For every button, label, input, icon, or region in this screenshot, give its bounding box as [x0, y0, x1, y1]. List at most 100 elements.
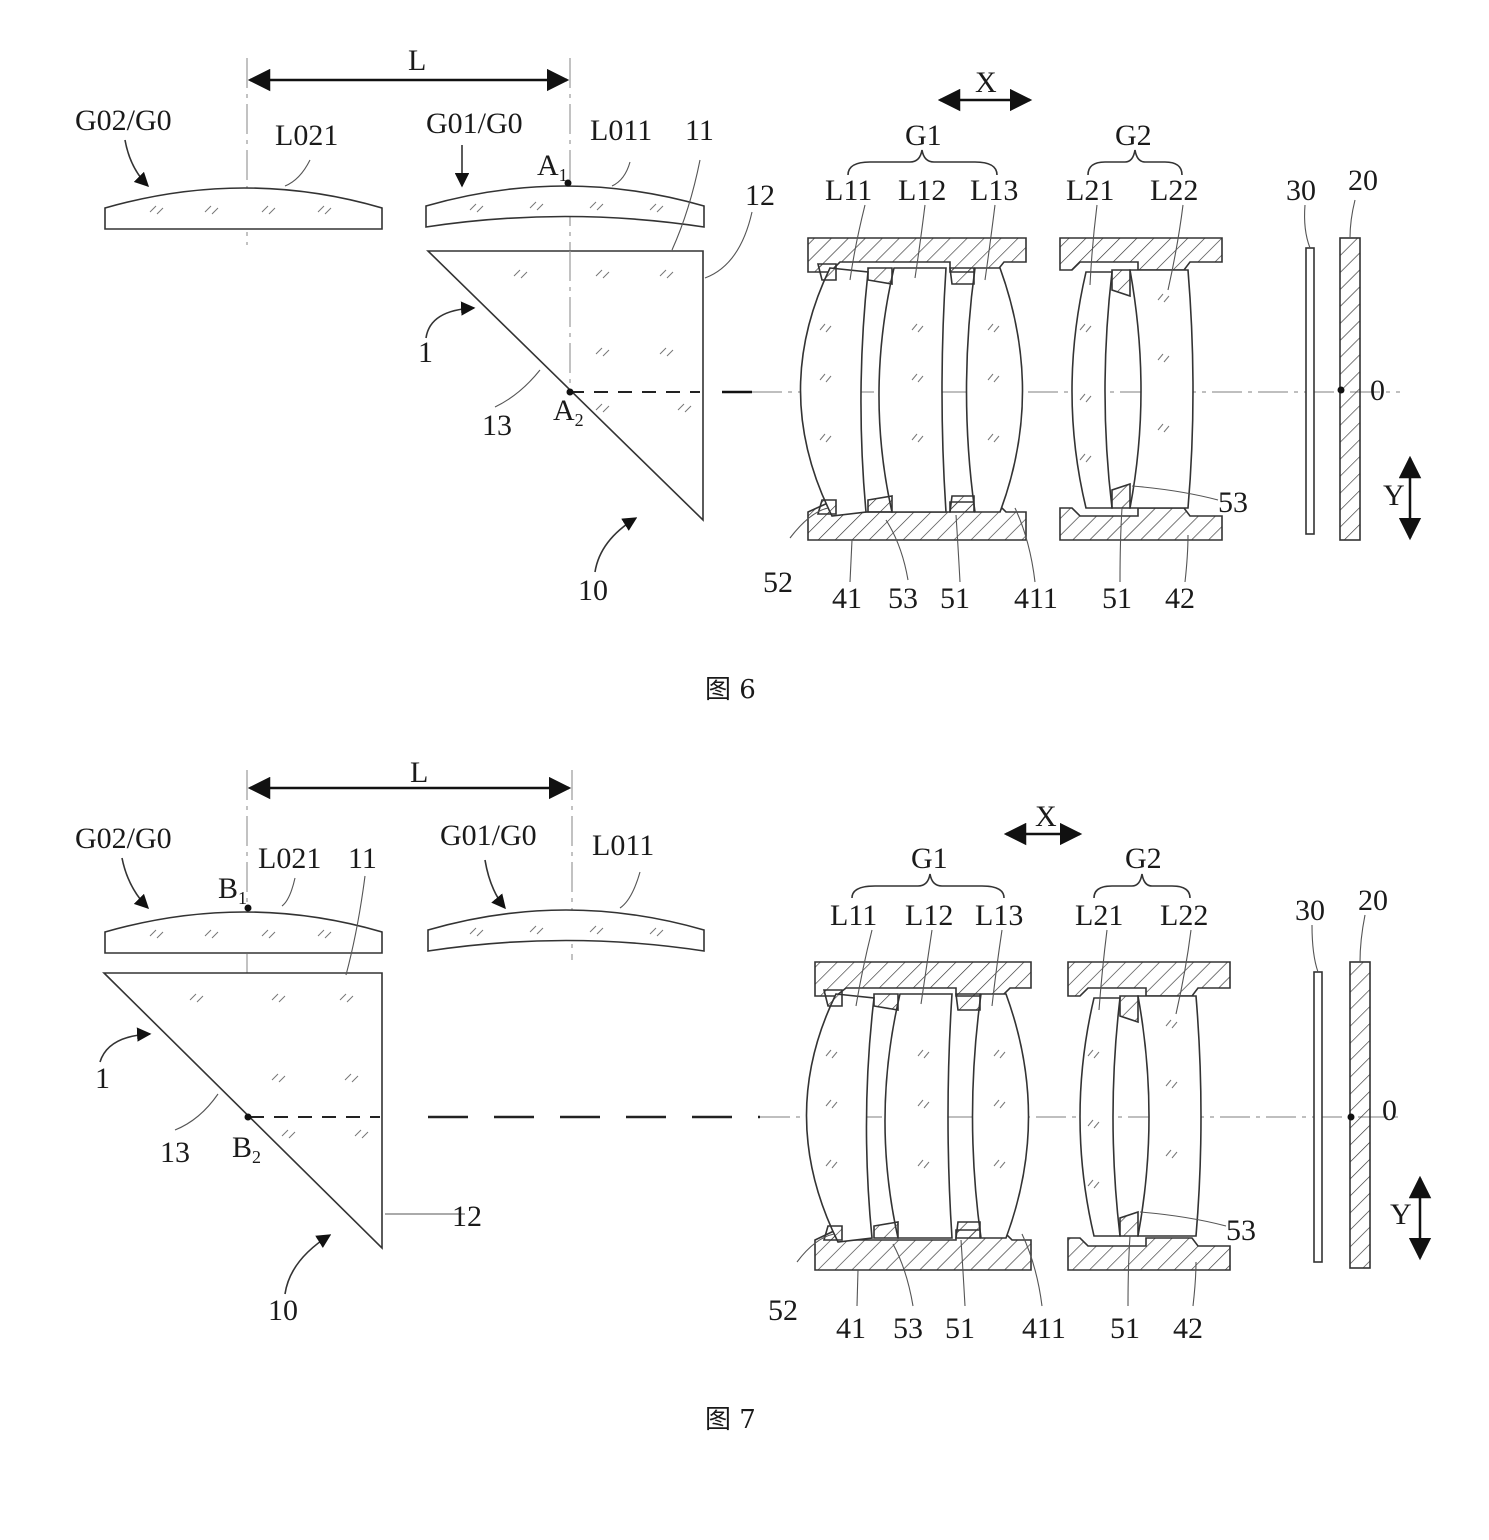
- label-l12: L12: [898, 174, 946, 207]
- brace-g1: [851, 873, 1005, 899]
- dimension-label-L: L: [408, 44, 426, 77]
- spacer-53-bottom: [873, 1221, 899, 1239]
- label-l21: L21: [1075, 899, 1123, 932]
- spacer-g2-bottom: [1119, 1210, 1139, 1237]
- pointer-g02: [124, 139, 150, 188]
- label-l13: L13: [970, 174, 1018, 207]
- label-11: 11: [685, 114, 714, 147]
- spacer-51-bottom: [955, 1221, 981, 1239]
- lens-g01: [427, 909, 705, 952]
- pointer-1: [99, 1027, 152, 1063]
- spacer-53-top: [873, 993, 899, 1011]
- label-53-side: 53: [1218, 486, 1248, 519]
- label-52: 52: [768, 1294, 798, 1327]
- spacer-51-top: [949, 267, 975, 285]
- lens-l22: [1137, 995, 1202, 1237]
- label-30: 30: [1295, 894, 1325, 927]
- pointer-g02: [121, 857, 150, 910]
- brace-g1: [847, 149, 998, 176]
- label-l11: L11: [830, 899, 877, 932]
- point-b1: [244, 904, 252, 912]
- spacer-51-bottom: [949, 495, 975, 513]
- label-51-g2: 51: [1110, 1312, 1140, 1345]
- figure-6: L: [75, 44, 1422, 705]
- figure-caption: 图 6: [705, 675, 756, 705]
- label-g02: G02/G0: [75, 822, 172, 855]
- label-point-bottom: B2: [232, 1131, 261, 1167]
- lens-l12: [884, 993, 953, 1239]
- label-13: 13: [482, 409, 512, 442]
- filter-30: [1305, 247, 1315, 535]
- label-53-side: 53: [1226, 1214, 1256, 1247]
- lens-l21: [1079, 997, 1121, 1237]
- spacer-52-top: [816, 263, 837, 281]
- label-41: 41: [836, 1312, 866, 1345]
- label-41: 41: [832, 582, 862, 615]
- spacer-53-bottom: [867, 495, 893, 513]
- lens-l13: [965, 267, 1024, 513]
- spacer-52-bottom: [816, 499, 837, 515]
- label-g01: G01/G0: [426, 107, 523, 140]
- label-411: 411: [1022, 1312, 1066, 1345]
- label-12: 12: [745, 179, 775, 212]
- prism: [426, 250, 704, 522]
- lens-g02: [104, 911, 383, 954]
- label-g1: G1: [911, 842, 948, 875]
- point-o: [1347, 1113, 1355, 1121]
- label-point-top: A1: [537, 149, 568, 185]
- label-51-g2: 51: [1102, 582, 1132, 615]
- label-411: 411: [1014, 582, 1058, 615]
- brace-g2: [1087, 149, 1183, 176]
- label-point-top: B1: [218, 872, 247, 908]
- pointer-10: [284, 1234, 332, 1295]
- label-10: 10: [578, 574, 608, 607]
- figure-caption: 图 7: [705, 1405, 756, 1435]
- prism: [102, 972, 383, 1250]
- label-12: 12: [452, 1200, 482, 1233]
- dimension-label-L: L: [410, 756, 428, 789]
- label-53: 53: [893, 1312, 923, 1345]
- lens-l12: [878, 267, 947, 513]
- label-0: 0: [1382, 1094, 1397, 1127]
- label-g2: G2: [1125, 842, 1162, 875]
- lens-g02: [104, 187, 383, 230]
- barrel-42-bottom: [1059, 507, 1223, 541]
- label-20: 20: [1358, 884, 1388, 917]
- label-g02: G02/G0: [75, 104, 172, 137]
- brace-g2: [1093, 873, 1191, 899]
- point-a2: [566, 388, 574, 396]
- label-g01: G01/G0: [440, 819, 537, 852]
- label-l011: L011: [590, 114, 652, 147]
- spacer-g2-top: [1119, 995, 1139, 1024]
- pointer-10: [594, 517, 638, 573]
- move-y-label: Y: [1390, 1198, 1412, 1231]
- spacer-51-top: [955, 993, 981, 1011]
- pointer-1: [425, 301, 476, 339]
- label-l22: L22: [1160, 899, 1208, 932]
- label-53: 53: [888, 582, 918, 615]
- move-x-label: X: [975, 66, 997, 99]
- label-0: 0: [1370, 374, 1385, 407]
- label-42: 42: [1173, 1312, 1203, 1345]
- figure-7: L: [75, 756, 1432, 1435]
- move-y-label: Y: [1383, 479, 1405, 512]
- label-52: 52: [763, 566, 793, 599]
- lens-l11: [799, 267, 869, 517]
- label-13: 13: [160, 1136, 190, 1169]
- spacer-g2-bottom: [1111, 482, 1131, 509]
- point-a1: [564, 179, 572, 187]
- label-g1: G1: [905, 119, 942, 152]
- barrel-42-top: [1059, 237, 1223, 271]
- spacer-g2-top: [1111, 269, 1131, 298]
- barrel-42-top: [1067, 961, 1231, 997]
- lens-l21: [1071, 271, 1113, 509]
- pointer-g01: [484, 859, 506, 910]
- label-l11: L11: [825, 174, 872, 207]
- label-g2: G2: [1115, 119, 1152, 152]
- lens-l11: [805, 993, 875, 1243]
- move-x-label: X: [1035, 800, 1057, 833]
- label-20: 20: [1348, 164, 1378, 197]
- lens-l13: [971, 993, 1030, 1239]
- point-b2: [244, 1113, 252, 1121]
